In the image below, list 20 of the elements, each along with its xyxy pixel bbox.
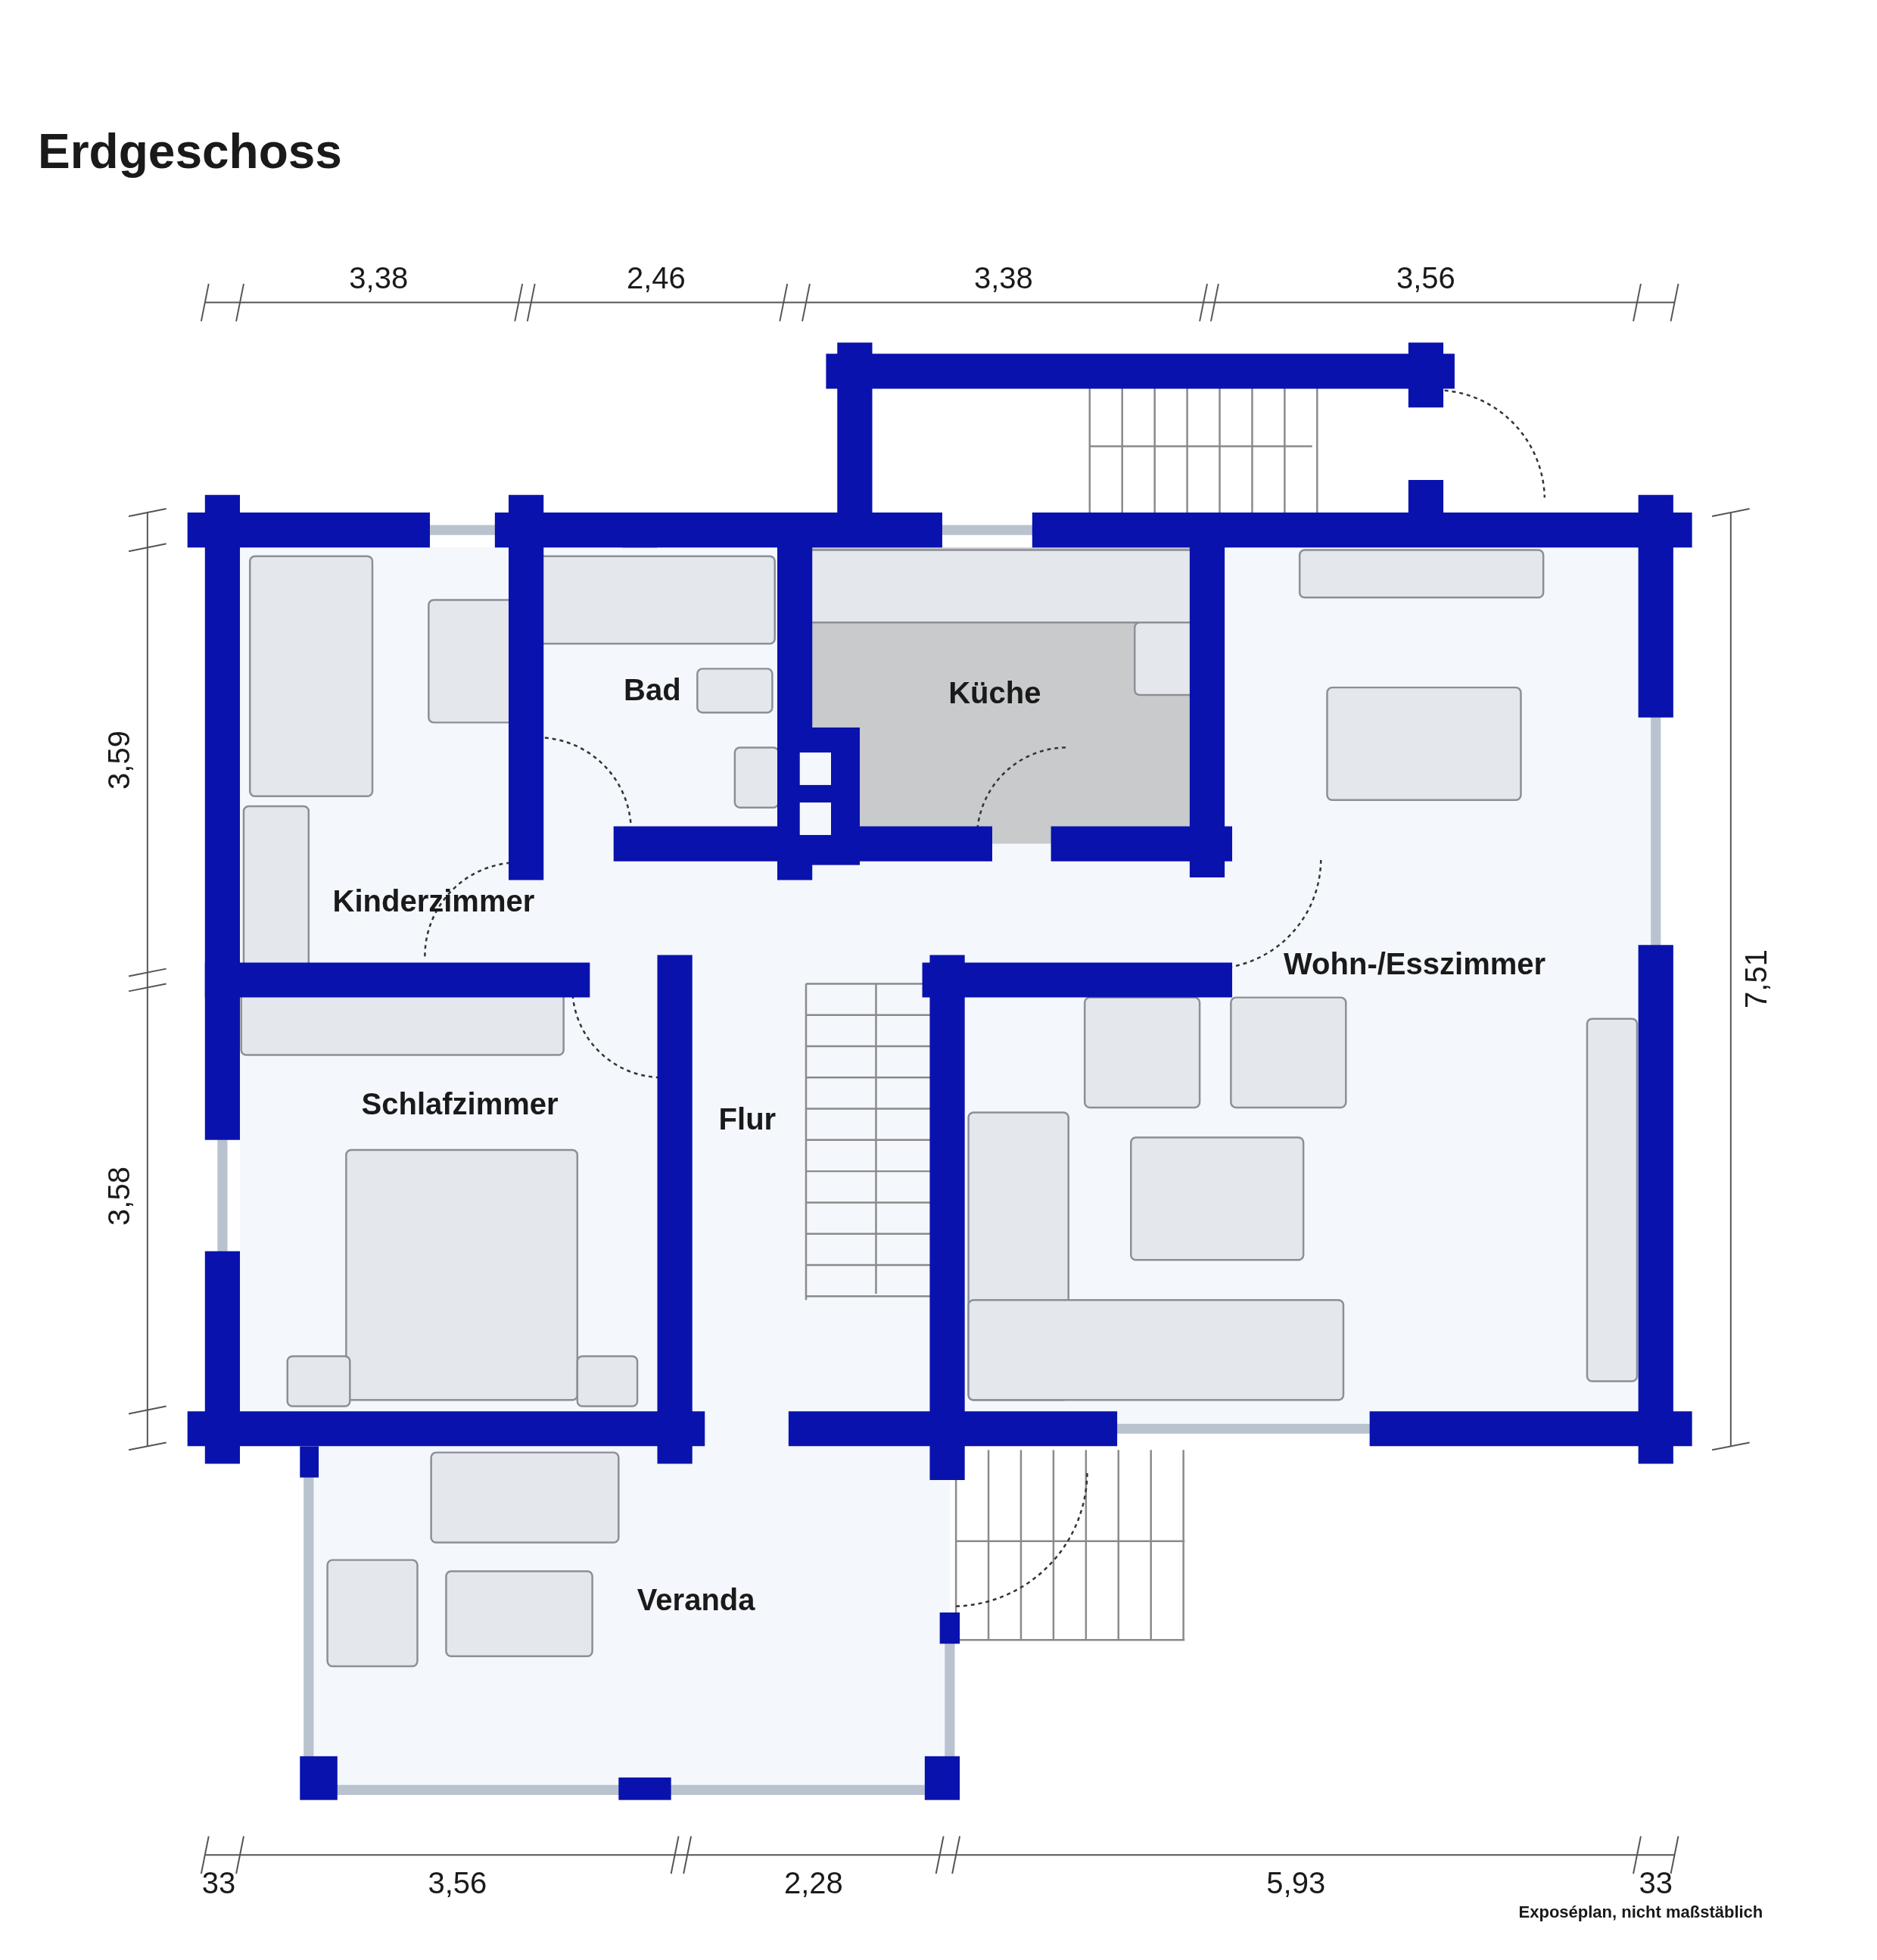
dimension-label: 3,38: [349, 262, 409, 293]
room-label: Veranda: [637, 1585, 755, 1616]
dimension-label: 2,46: [626, 262, 686, 293]
room-label: Wohn-/Esszimmer: [1284, 949, 1546, 979]
dimension-label: 3,56: [1396, 262, 1455, 293]
room-label: Schlafzimmer: [361, 1088, 559, 1119]
room-label: Küche: [948, 677, 1041, 708]
dimension-label: 7,51: [1740, 949, 1771, 1008]
dimension-label: 3,58: [103, 1167, 134, 1226]
note-text: Exposéplan, nicht maßstäblich: [1518, 1904, 1763, 1921]
room-label: Kinderzimmer: [332, 886, 535, 917]
dimension-label: 33: [1639, 1867, 1673, 1898]
dimension-label: 3,38: [973, 262, 1033, 293]
room-label: Bad: [624, 675, 681, 706]
dimension-label: 3,59: [103, 730, 134, 790]
dimension-label: 2,28: [783, 1867, 843, 1898]
room-label: Flur: [718, 1103, 777, 1134]
dimension-label: 33: [201, 1867, 236, 1898]
dimension-label: 3,56: [428, 1867, 487, 1898]
dimension-label: 5,93: [1266, 1867, 1326, 1898]
